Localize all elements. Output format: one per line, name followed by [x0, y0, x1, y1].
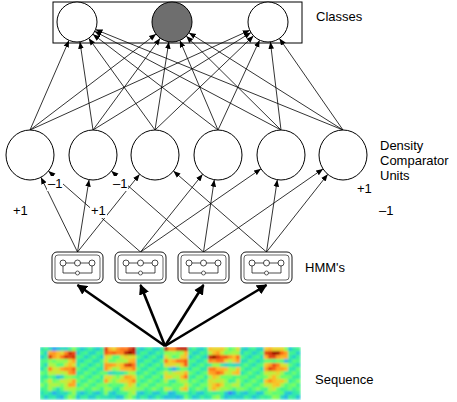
comparator-input-line [78, 174, 140, 252]
weight-line [93, 33, 251, 130]
comparator-unit [69, 130, 117, 180]
comparator-input-line [204, 180, 215, 252]
weight-line [30, 34, 156, 130]
weight-line [189, 33, 343, 130]
weight-line [95, 31, 281, 130]
weight-line [30, 40, 69, 130]
weight-line [155, 42, 169, 130]
weight-line [30, 30, 250, 130]
comparator-input-line [141, 169, 261, 252]
weight-sign: +1 [356, 181, 373, 196]
class-unit [57, 2, 97, 42]
weight-line [96, 30, 343, 130]
weight-sign: +1 [90, 203, 107, 218]
weight-line [89, 38, 155, 130]
weight-line [155, 36, 254, 130]
node-label: Sequence [315, 372, 374, 387]
comparator-unit [194, 130, 242, 180]
class-unit [152, 2, 192, 42]
sequence-arrow [165, 285, 204, 346]
weight-sign: –1 [47, 176, 63, 191]
weight-line [186, 36, 281, 130]
class-unit [248, 2, 288, 42]
hmm-box [115, 252, 166, 283]
connection-lines [30, 30, 343, 346]
weight-line [218, 40, 260, 130]
layer-label: Density Comparator Units [380, 138, 449, 183]
hmm-box [178, 252, 229, 283]
comparator-input-line [173, 171, 266, 252]
sequence-input: Sequence [40, 347, 300, 399]
spectrogram [40, 347, 301, 400]
class-box-outline [53, 2, 302, 43]
weight-sign: –1 [112, 176, 128, 191]
hmm-box [241, 252, 292, 283]
weight-line [180, 40, 218, 130]
weight-line [80, 42, 93, 130]
comparator-input-line [267, 174, 328, 252]
comparator-unit [131, 130, 179, 180]
comparator-input-line [204, 169, 324, 252]
sequence-arrow [165, 285, 267, 346]
sequence-arrow [141, 285, 166, 346]
sequence-arrow [78, 285, 166, 346]
comparator-input-line [141, 174, 203, 252]
hmm-box [52, 252, 103, 283]
comparator-input-line [267, 180, 278, 252]
comparator-input-line [78, 180, 90, 252]
weight-line [279, 38, 343, 130]
node-label: Classes [316, 9, 362, 24]
layer-label: HMM's [305, 260, 345, 275]
weight-sign: –1 [378, 203, 394, 218]
comparator-unit [6, 130, 54, 180]
comparator-unit [257, 130, 305, 180]
comparator-unit [319, 130, 367, 180]
weight-line [270, 42, 281, 130]
class-box: Classes [53, 2, 302, 43]
weight-sign: +1 [12, 203, 29, 218]
